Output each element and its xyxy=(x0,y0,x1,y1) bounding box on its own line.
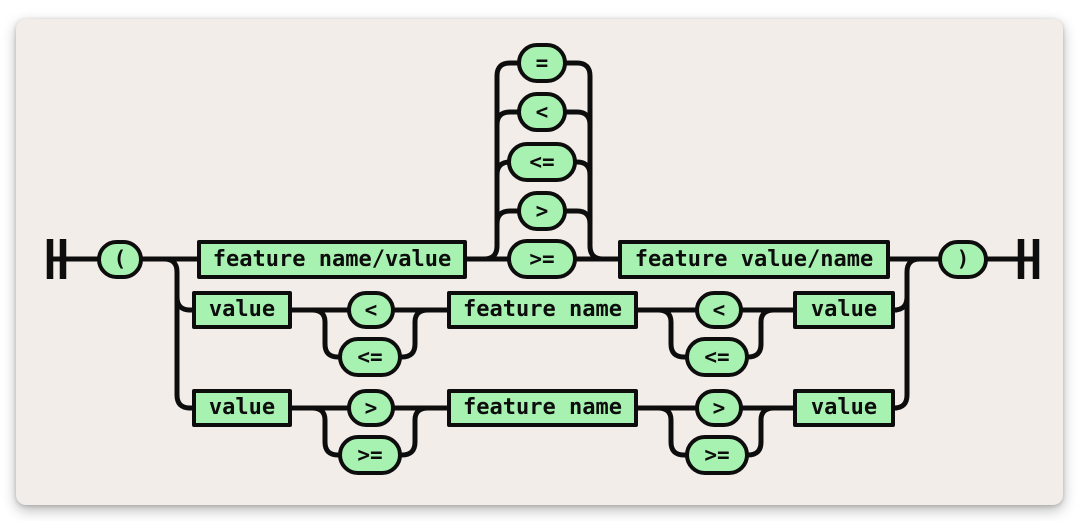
terminal-row2-right-le: <= xyxy=(685,337,749,377)
terminal-op-ge: >= xyxy=(507,239,577,279)
nonterminal-value-row2-right: value xyxy=(793,291,895,329)
terminal-row3-right-ge: >= xyxy=(685,435,749,475)
terminal-row2-left-le: <= xyxy=(338,337,402,377)
terminal-row3-left-gt: > xyxy=(347,389,395,427)
track-start-icon xyxy=(46,239,67,279)
nonterminal-feature-name-row2: feature name xyxy=(447,291,638,329)
nonterminal-feature-name-value: feature name/value xyxy=(197,240,467,279)
terminal-op-gt: > xyxy=(517,191,567,231)
merge-right-row2 xyxy=(893,296,910,313)
terminal-row2-left-lt: < xyxy=(347,291,395,329)
branch-left-row2 xyxy=(174,296,191,313)
terminal-op-eq: = xyxy=(517,43,567,83)
nonterminal-value-row2-left: value xyxy=(192,291,292,329)
nonterminal-feature-name-row3: feature name xyxy=(447,389,638,427)
terminal-close-paren: ) xyxy=(938,240,988,279)
branch-left-rail xyxy=(163,256,191,411)
track-end-icon xyxy=(1017,239,1040,279)
terminal-row2-right-lt: < xyxy=(695,291,743,329)
nonterminal-value-row3-right: value xyxy=(793,389,895,427)
merge-right-rail xyxy=(893,256,921,411)
terminal-op-le: <= xyxy=(507,142,577,182)
terminal-op-lt: < xyxy=(517,92,567,132)
nonterminal-feature-value-name: feature value/name xyxy=(618,240,890,279)
nonterminal-value-row3-left: value xyxy=(192,389,292,427)
terminal-open-paren: ( xyxy=(97,240,143,279)
terminal-row3-left-ge: >= xyxy=(338,435,402,475)
terminal-row3-right-gt: > xyxy=(695,389,743,427)
